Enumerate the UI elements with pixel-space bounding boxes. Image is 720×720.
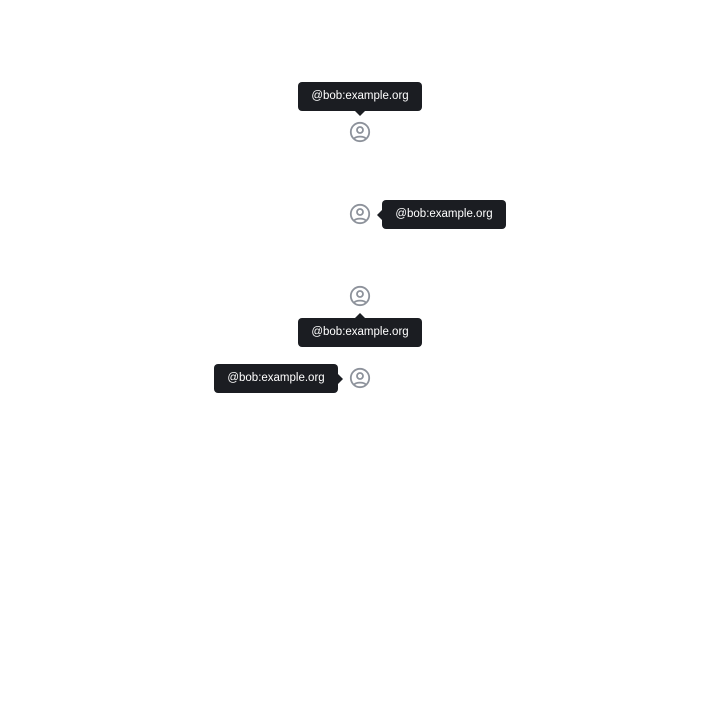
user-id-tooltip-bottom: @bob:example.org <box>298 313 422 347</box>
tooltip-text: @bob:example.org <box>227 372 325 384</box>
user-avatar-icon[interactable] <box>349 285 371 307</box>
user-id-tooltip-left: @bob:example.org <box>214 364 343 393</box>
user-id-tooltip-top: @bob:example.org <box>298 82 422 116</box>
user-avatar-icon[interactable] <box>349 367 371 389</box>
user-avatar-icon[interactable] <box>349 203 371 225</box>
user-id-tooltip-right: @bob:example.org <box>377 200 506 229</box>
tooltip-text: @bob:example.org <box>395 208 493 220</box>
tooltip-text: @bob:example.org <box>311 326 409 338</box>
tooltip-text: @bob:example.org <box>311 90 409 102</box>
user-avatar-icon[interactable] <box>349 121 371 143</box>
